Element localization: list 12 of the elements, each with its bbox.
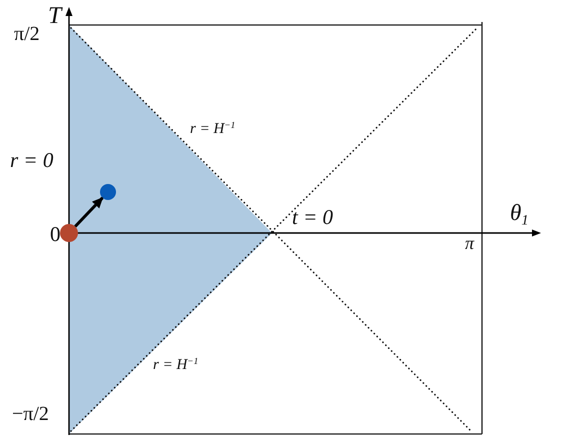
tick-label: π bbox=[465, 234, 474, 252]
axis-label: θ$_{1}$ bbox=[510, 201, 528, 224]
curve-label: r = H$^{−1}$ bbox=[153, 358, 198, 373]
tick-label: π/2 bbox=[14, 24, 40, 44]
tick-label: −π/2 bbox=[12, 404, 49, 424]
line-label: t = 0 bbox=[292, 207, 334, 228]
arrow bbox=[74, 196, 104, 228]
tick-label: 0 bbox=[50, 224, 60, 245]
curve-label: r = H$^{−1}$ bbox=[190, 122, 236, 137]
axis-label: T bbox=[48, 4, 62, 28]
origin-dot bbox=[60, 224, 78, 242]
line-label: r = 0 bbox=[10, 150, 54, 171]
